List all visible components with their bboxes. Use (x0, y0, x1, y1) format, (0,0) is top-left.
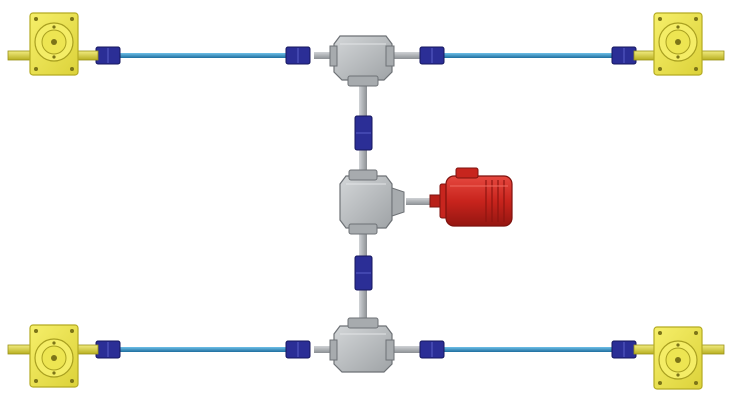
screw-jack-top-right (633, 12, 725, 76)
bevel-gearbox-middle (339, 169, 405, 235)
gearbox-top-left-stub (314, 52, 336, 59)
gearbox-middle-motor-stub (406, 198, 436, 205)
shaft-top-right (444, 53, 614, 58)
screw-jack-bottom-right (633, 326, 725, 390)
gearbox-top-right-stub (390, 52, 420, 59)
screw-jack-top-left (7, 12, 99, 76)
bevel-gearbox-bottom (329, 317, 395, 373)
electric-motor (429, 167, 513, 227)
gearbox-top-down-stub (359, 82, 367, 116)
screw-jack-bottom-left (7, 324, 99, 388)
bevel-gearbox-top (329, 35, 395, 87)
gearbox-bottom-up-stub (359, 290, 367, 320)
shaft-bottom-right (444, 347, 614, 352)
gearbox-middle-up-stub (359, 150, 367, 176)
shaft-top-left (118, 53, 290, 58)
gearbox-bottom-right-stub (390, 346, 420, 353)
gearbox-bottom-left-stub (314, 346, 336, 353)
shaft-bottom-left (118, 347, 290, 352)
gearbox-middle-down-stub (359, 228, 367, 256)
